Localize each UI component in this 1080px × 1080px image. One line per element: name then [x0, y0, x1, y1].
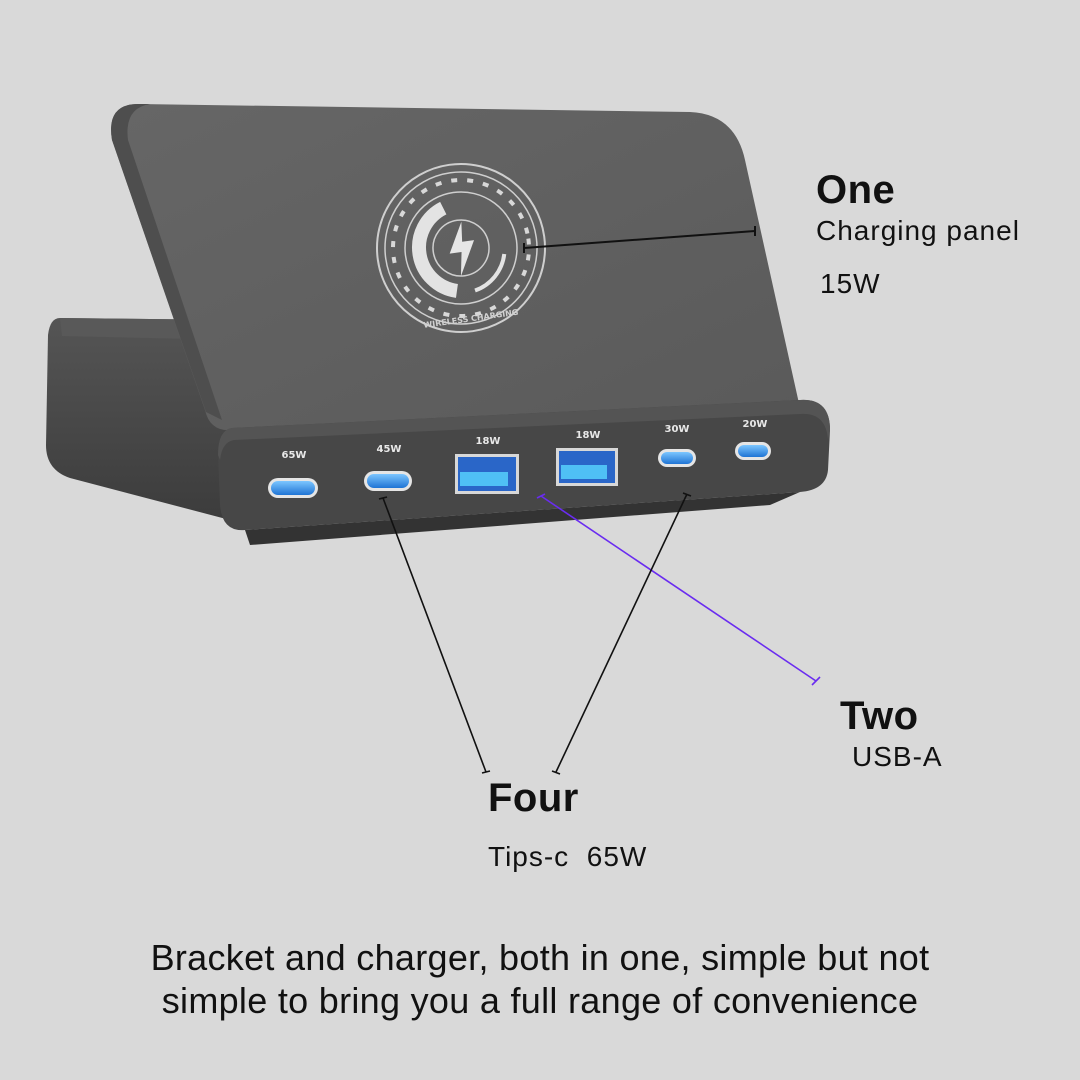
usb-a-port-2: [556, 448, 618, 486]
svg-text:30W: 30W: [665, 424, 690, 435]
callout-four-description: Tips-c 65W: [488, 841, 648, 872]
caption-line-2: simple to bring you a full range of conv…: [161, 980, 919, 1021]
callout-one-wattage: 15W: [820, 268, 881, 299]
wireless-charging-logo: WIRELESS CHARGING: [376, 163, 546, 333]
svg-text:18W: 18W: [576, 430, 601, 441]
callout-one-title: One: [816, 168, 896, 212]
port-strip: [218, 399, 830, 545]
callout-two-title: Two: [840, 694, 919, 738]
charging-panel: [111, 104, 801, 431]
svg-text:45W: 45W: [377, 444, 402, 455]
port-labels: 65W 45W 18W 18W 30W 20W: [282, 419, 768, 461]
usb-c-port-65w: [268, 478, 318, 498]
svg-text:18W: 18W: [476, 436, 501, 447]
callout-four-title: Four: [488, 776, 579, 820]
caption: Bracket and charger, both in one, simple…: [0, 936, 1080, 1022]
svg-text:20W: 20W: [743, 419, 768, 430]
svg-text:65W: 65W: [282, 450, 307, 461]
callout-two-description: USB-A: [852, 741, 943, 772]
callout-one-description: Charging panel: [816, 215, 1020, 246]
caption-line-1: Bracket and charger, both in one, simple…: [150, 937, 930, 978]
callout-line-one: [523, 226, 756, 253]
usb-c-port-30w: [658, 449, 696, 467]
usb-c-port-45w: [364, 471, 412, 491]
callout-line-two: [536, 493, 821, 686]
callout-line-four: [378, 492, 692, 775]
usb-a-port-1: [455, 454, 519, 494]
usb-c-port-20w: [735, 442, 771, 460]
